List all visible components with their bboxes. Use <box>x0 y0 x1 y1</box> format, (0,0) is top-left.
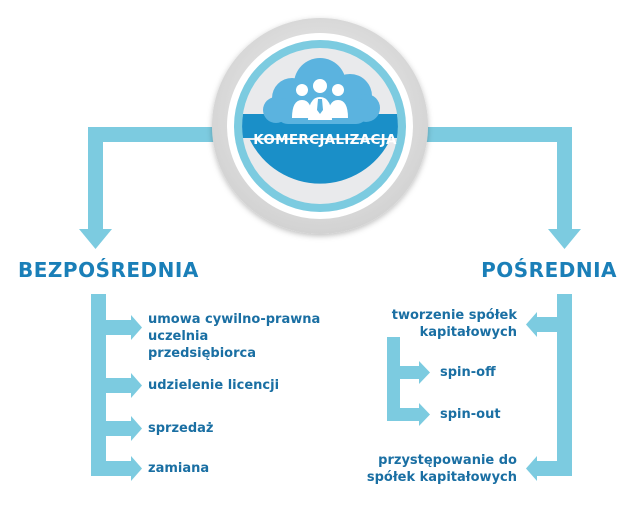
right-item-3: spin-out <box>440 406 501 423</box>
right-branch <box>526 294 572 481</box>
left-item-2-line-1: udzielenie licencji <box>148 378 280 393</box>
top-right-connector <box>405 127 581 249</box>
left-item-2: udzielenie licencji <box>148 377 279 394</box>
center-title: KOMERCJALIZACJA <box>253 132 397 148</box>
top-left-connector <box>79 127 238 249</box>
left-item-1-line-2: uczelnia <box>148 329 209 344</box>
people-cloud-icon <box>263 58 380 124</box>
left-item-1-line-1: umowa cywilno-prawna <box>148 312 321 327</box>
right-item-2-line-1: spin-off <box>440 365 496 380</box>
left-item-3: sprzedaż <box>148 420 213 437</box>
left-item-1-line-3: przedsiębiorca <box>148 346 256 361</box>
right-item-1-line-2: kapitałowych <box>419 325 517 340</box>
left-item-3-line-1: sprzedaż <box>148 421 214 436</box>
right-item-4: przystępowanie do spółek kapitałowych <box>367 452 517 486</box>
right-sub-branch <box>387 337 430 426</box>
central-circle <box>212 18 428 234</box>
right-item-4-line-2: spółek kapitałowych <box>366 470 517 485</box>
right-item-2: spin-off <box>440 364 496 381</box>
left-item-1: umowa cywilno-prawna uczelnia przedsiębi… <box>148 311 320 362</box>
right-heading: POŚREDNIA <box>481 258 617 282</box>
left-item-4-line-1: zamiana <box>148 461 210 476</box>
left-branch <box>91 294 142 481</box>
left-item-4: zamiana <box>148 460 209 477</box>
right-item-1-line-1: tworzenie spółek <box>391 308 517 323</box>
right-item-1: tworzenie spółek kapitałowych <box>392 307 517 341</box>
right-item-4-line-1: przystępowanie do <box>378 453 517 468</box>
left-heading: BEZPOŚREDNIA <box>18 258 199 282</box>
right-item-3-line-1: spin-out <box>440 407 501 422</box>
